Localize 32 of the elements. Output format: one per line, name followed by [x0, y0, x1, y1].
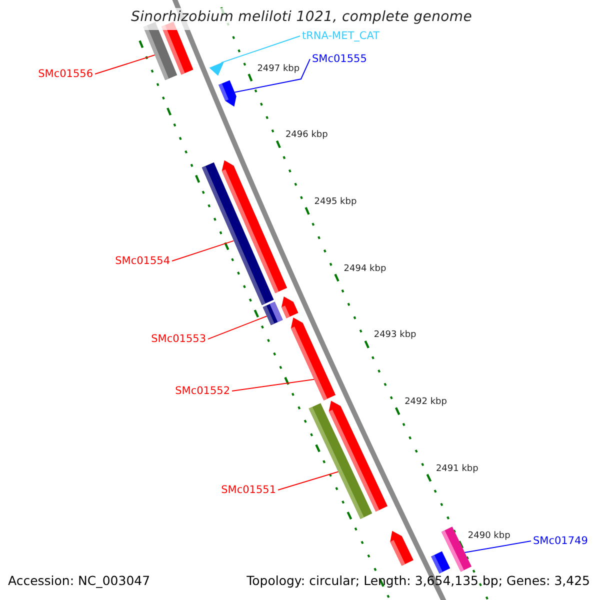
scale-label: 2493 kbp [374, 330, 416, 341]
gene-feature [202, 162, 274, 306]
scale-label: 2490 kbp [468, 530, 510, 541]
leader-line [172, 240, 234, 262]
gene-feature [308, 403, 372, 519]
gene-feature [218, 80, 236, 107]
accession-text: Accession: NC_003047 [8, 574, 150, 588]
scale-label: 2496 kbp [285, 130, 328, 141]
gene-label: SMc01552 [175, 385, 230, 398]
leader-line [234, 58, 310, 93]
genome-summary-text: Topology: circular; Length: 3,654,135 bp; Genes: 3,425 [246, 574, 590, 588]
leader-line [464, 540, 532, 554]
trna-marker [209, 62, 224, 76]
gene-label: SMc01554 [115, 255, 170, 268]
gene-feature [262, 302, 283, 326]
gene-label: SMc01551 [221, 484, 276, 496]
leader-line [94, 54, 156, 75]
scale-label: 2495 kbp [314, 196, 357, 208]
gene-label: SMc01556 [38, 68, 93, 80]
leader-line [208, 316, 268, 340]
scale-label: 2492 kbp [404, 397, 447, 408]
gene-label: SMc01555 [312, 53, 367, 66]
gene-label: SMc01553 [151, 333, 206, 346]
gene-feature [290, 318, 336, 400]
gene-label: tRNA-MET_CAT [302, 30, 380, 42]
leader-line [232, 378, 315, 392]
scale-label: 2491 kbp [436, 464, 478, 474]
gene-label: SMc01749 [533, 535, 588, 548]
scale-label: 2494 kbp [344, 264, 386, 274]
leader-line [278, 471, 339, 491]
leader-line [220, 36, 300, 64]
scale-label: 2497 kbp [257, 64, 300, 74]
